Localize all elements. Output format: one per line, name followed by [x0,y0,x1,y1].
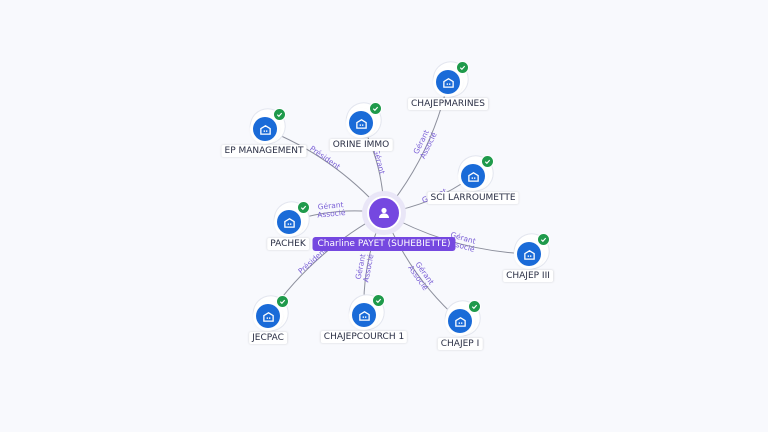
company-label[interactable]: CHAJEPCOURCH 1 [320,331,408,343]
building-icon [277,201,310,234]
company-label[interactable]: EP MANAGEMENT [221,145,307,157]
building-icon [349,102,382,135]
verified-check-icon [481,155,494,168]
company-label[interactable]: PACHEK [267,238,309,250]
building-icon [253,108,286,141]
company-label[interactable]: CHAJEP I [437,338,483,350]
building-icon [436,61,469,94]
company-node-jecpac[interactable] [253,295,289,331]
verified-check-icon [456,61,469,74]
verified-check-icon [468,300,481,313]
company-node-ep_management[interactable] [250,108,286,144]
relation-label: Associé [317,208,346,220]
company-node-chajepmarines[interactable] [433,61,469,97]
company-label[interactable]: CHAJEPMARINES [408,98,488,110]
company-label[interactable]: JECPAC [249,332,287,344]
verified-check-icon [276,295,289,308]
building-icon [461,155,494,188]
company-label[interactable]: ORINE IMMO [329,139,393,151]
company-label[interactable]: SCI LARROUMETTE [427,192,519,204]
relation-label: Gérant [372,148,387,175]
company-node-chajep_i[interactable] [445,300,481,336]
relation-label: Gérant [317,200,344,211]
building-icon [517,233,550,266]
company-node-chajep_iii[interactable] [514,233,550,269]
center-person-label: Charline PAYET (SUHEBIETTE) [312,237,456,251]
building-icon [256,295,289,328]
person-icon [367,196,401,230]
verified-check-icon [297,201,310,214]
verified-check-icon [369,102,382,115]
company-node-orine_immo[interactable] [346,102,382,138]
company-node-chajepcourch_1[interactable] [349,294,385,330]
center-person-node[interactable] [362,191,406,235]
company-node-pachek[interactable] [274,201,310,237]
building-icon [448,300,481,333]
company-label[interactable]: CHAJEP III [503,270,553,282]
verified-check-icon [273,108,286,121]
building-icon [352,294,385,327]
verified-check-icon [537,233,550,246]
company-node-sci_larroumette[interactable] [458,155,494,191]
verified-check-icon [372,294,385,307]
